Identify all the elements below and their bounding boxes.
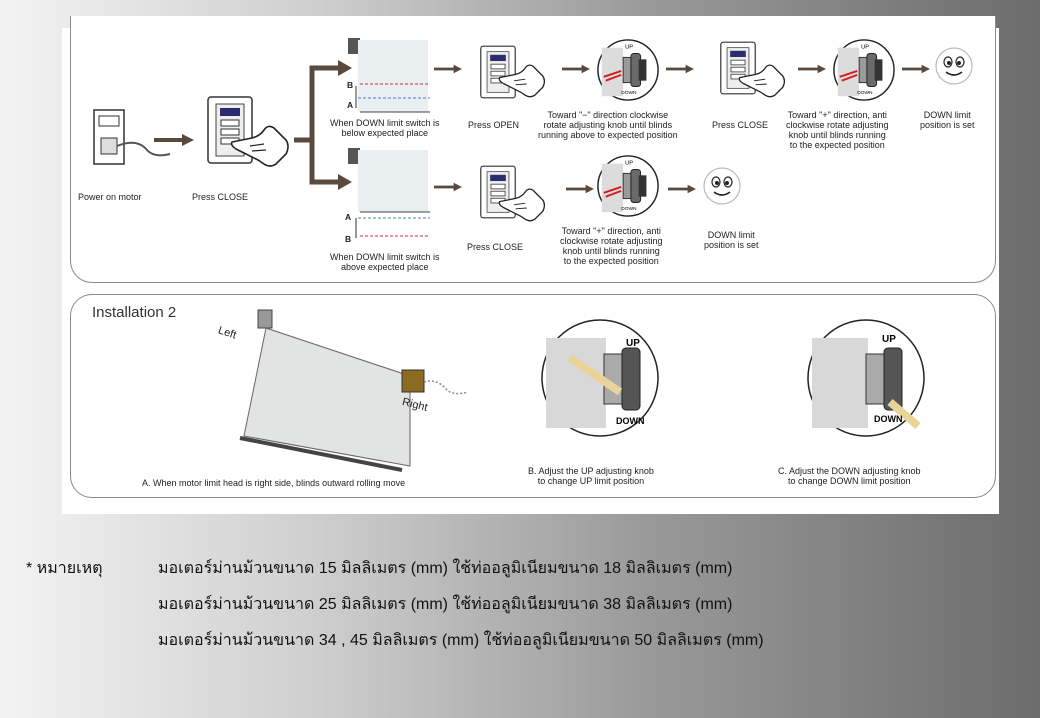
caption-line: B. Adjust the UP adjusting knob: [528, 466, 654, 476]
rotate-anticlockwise-caption: Toward "+" direction, anti clockwise rot…: [786, 110, 889, 150]
caption-line: When DOWN limit switch is: [330, 252, 440, 262]
limit-set-caption: DOWN limit position is set: [920, 110, 975, 130]
svg-text:DOWN: DOWN: [874, 414, 903, 424]
arrow-icon: [668, 184, 696, 194]
press-close-label: Press CLOSE: [712, 120, 769, 130]
power-outlet-icon: [93, 109, 171, 165]
caption-line: clockwise rotate adjusting: [560, 236, 663, 246]
arrow-icon: [562, 64, 590, 74]
marker-a: A: [347, 100, 354, 110]
rotate-clockwise-caption: Toward "−" direction clockwise rotate ad…: [538, 110, 678, 140]
installation-2-title: Installation 2: [92, 304, 177, 321]
marker-a: A: [345, 212, 352, 222]
limit-above-caption: When DOWN limit switch is above expected…: [330, 252, 440, 272]
smiley-icon: [702, 166, 742, 206]
caption-line: clockwise rotate adjusting: [786, 120, 889, 130]
svg-text:UP: UP: [626, 338, 640, 349]
arrow-icon: [902, 64, 930, 74]
press-close-label: Press CLOSE: [467, 242, 524, 252]
caption-line: below expected place: [341, 128, 429, 138]
arrow-icon: [566, 184, 594, 194]
caption-line: position is set: [704, 240, 759, 250]
note-label: * หมายเหตุ: [26, 560, 103, 577]
press-open-label: Press OPEN: [468, 120, 520, 130]
note-line-3: มอเตอร์ม่านม้วนขนาด 34 , 45 มิลลิเมตร (m…: [158, 632, 764, 649]
caption-line: Toward "−" direction clockwise: [547, 110, 669, 120]
marker-b: B: [347, 80, 354, 90]
hand-pointer-icon: [498, 184, 546, 224]
caption-line: to the expected position: [563, 256, 659, 266]
caption-c: C. Adjust the DOWN adjusting knob to cha…: [778, 466, 921, 486]
svg-text:UP: UP: [882, 334, 896, 345]
caption-line: running above to expected position: [538, 130, 678, 140]
caption-line: to change DOWN limit position: [788, 476, 911, 486]
caption-line: above expected place: [340, 262, 429, 272]
blind-below-icon: [348, 38, 430, 113]
blind-above-icon: [348, 148, 430, 238]
caption-line: to the expected position: [789, 140, 885, 150]
note-line-2: มอเตอร์ม่านม้วนขนาด 25 มิลลิเมตร (mm) ใช…: [158, 596, 733, 613]
caption-line: DOWN limit: [923, 110, 971, 120]
smiley-icon: [934, 46, 974, 86]
rotate-anticlockwise-caption: Toward "+" direction, anti clockwise rot…: [560, 226, 663, 266]
caption-line: rotate adjusting knob until blinds: [543, 120, 673, 130]
caption-line: Toward "+" direction, anti: [787, 110, 887, 120]
down-knob-closeup-icon: UP DOWN: [807, 319, 925, 437]
caption-line: knob until blinds running: [788, 130, 886, 140]
caption-line: Toward "+" direction, anti: [561, 226, 661, 236]
caption-line: C. Adjust the DOWN adjusting knob: [778, 466, 921, 476]
limit-below-caption: When DOWN limit switch is below expected…: [330, 118, 440, 138]
press-close-label: Press CLOSE: [192, 192, 249, 202]
caption-line: position is set: [920, 120, 975, 130]
note-line-1: มอเตอร์ม่านม้วนขนาด 15 มิลลิเมตร (mm) ใช…: [158, 560, 733, 577]
instruction-panel: Power on motor Press CLOSE B A When DOWN…: [62, 16, 999, 514]
adjust-knob-icon: [596, 154, 660, 218]
caption-b: B. Adjust the UP adjusting knob to chang…: [528, 466, 654, 486]
branch-arrow-icon: [294, 60, 352, 190]
arrow-icon: [434, 182, 462, 192]
caption-line: When DOWN limit switch is: [330, 118, 440, 128]
marker-b: B: [345, 234, 352, 244]
arrow-icon: [798, 64, 826, 74]
caption-a: A. When motor limit head is right side, …: [142, 478, 406, 488]
roller-blind-icon: [239, 309, 469, 472]
limit-set-caption: DOWN limit position is set: [704, 230, 759, 250]
arrow-icon: [666, 64, 694, 74]
arrow-icon: [434, 64, 462, 74]
hand-pointer-icon: [498, 60, 546, 100]
caption-line: knob until blinds running: [562, 246, 660, 256]
power-on-label: Power on motor: [78, 192, 142, 202]
arrow-icon: [154, 134, 194, 146]
svg-text:DOWN: DOWN: [616, 416, 645, 426]
up-knob-closeup-icon: UP DOWN: [541, 319, 659, 437]
adjust-knob-icon: [832, 38, 896, 102]
hand-pointer-icon: [230, 120, 290, 170]
adjust-knob-icon: [596, 38, 660, 102]
hand-pointer-icon: [738, 60, 786, 100]
caption-line: to change UP limit position: [537, 476, 645, 486]
caption-line: DOWN limit: [707, 230, 755, 240]
